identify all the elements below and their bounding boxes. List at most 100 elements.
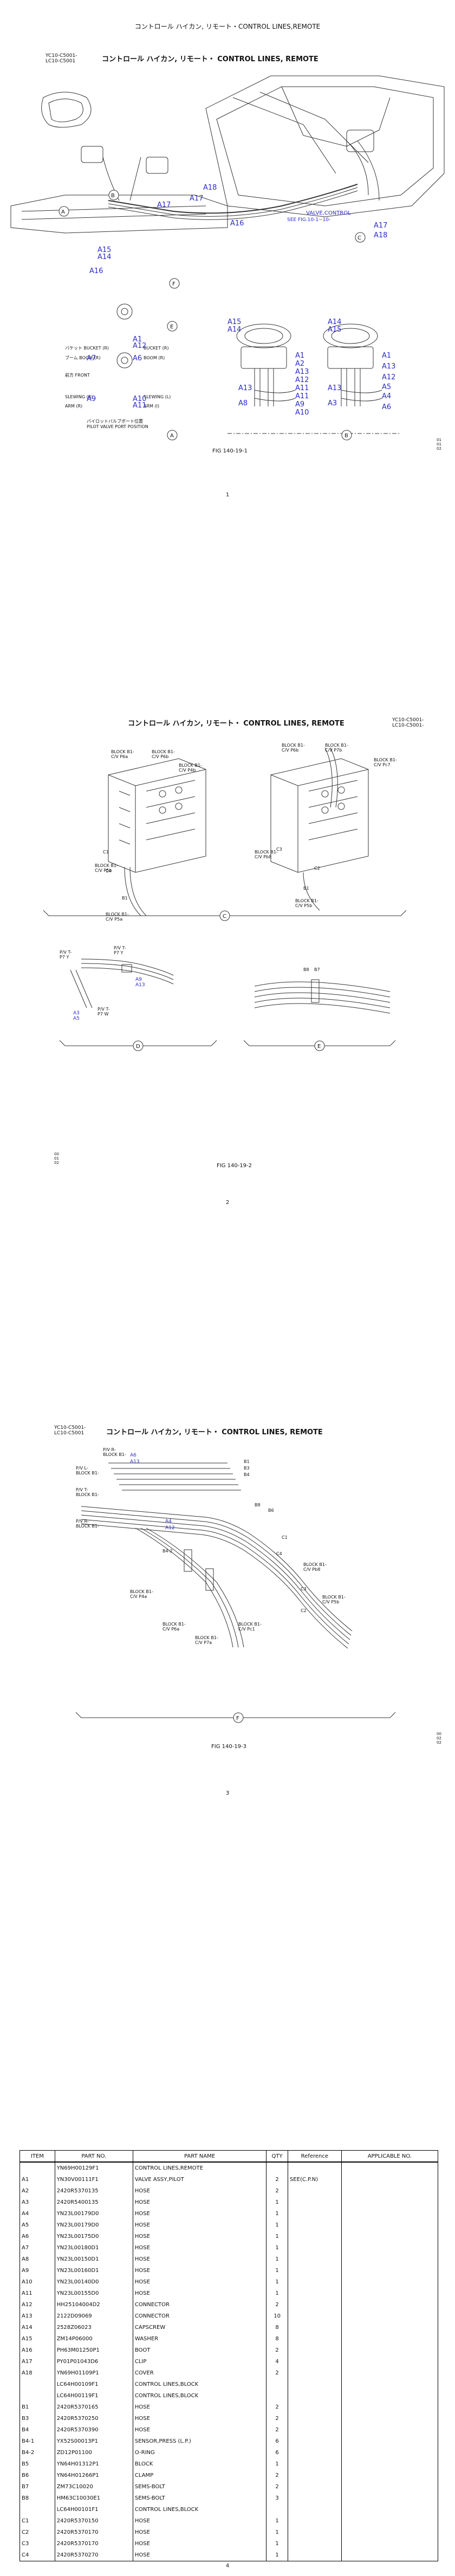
qty-cell: 3 xyxy=(266,2493,288,2504)
part-name-cell: WASHER xyxy=(132,2333,267,2345)
block-label: C/V P7b xyxy=(325,748,342,753)
label-A1: A1 xyxy=(133,335,142,344)
page1-fig-caption: FIG 140-19-1 xyxy=(212,448,248,454)
part-name-cell: CAPSCREW xyxy=(132,2322,267,2333)
qty-cell: 1 xyxy=(266,2208,288,2219)
label-A13: A13 xyxy=(295,368,309,376)
qty-cell: 8 xyxy=(266,2333,288,2345)
part-name-cell: HOSE xyxy=(132,2527,267,2538)
part-no-cell: 2122D09069 xyxy=(54,2310,133,2322)
reference-cell xyxy=(287,2254,342,2265)
part-no-cell: PH63M01250P1 xyxy=(54,2345,133,2356)
part-no-cell: ZM14P06000 xyxy=(54,2333,133,2345)
reference-cell xyxy=(287,2185,342,2197)
label-A15c: A15 xyxy=(328,326,341,334)
rev-line: 01 xyxy=(437,438,441,442)
item-cell: A15 xyxy=(20,2333,55,2345)
item-cell: C2 xyxy=(20,2527,55,2538)
block-label: BLOCK B1- xyxy=(162,1622,186,1627)
pilot-arm-i: ARM (I) xyxy=(144,404,159,409)
block-label: BLOCK B1- xyxy=(255,850,278,855)
label-A1b: A1 xyxy=(295,352,304,360)
reference-cell xyxy=(287,2402,342,2413)
reference-cell xyxy=(287,2447,342,2458)
part-no-cell: 2420R5370165 xyxy=(54,2402,133,2413)
label-A4: A4 xyxy=(165,1519,172,1524)
page4-number: 4 xyxy=(225,2563,230,2569)
callout-D: D xyxy=(136,1044,140,1050)
label-C2: C2 xyxy=(301,1608,307,1613)
item-cell: B1 xyxy=(20,2402,55,2413)
model-line: YC10-C5001- xyxy=(46,53,77,59)
label-B1b: B1 xyxy=(303,886,309,891)
reference-cell xyxy=(287,2424,342,2436)
applicable-no-cell xyxy=(341,2322,439,2333)
item-cell: A5 xyxy=(20,2219,55,2231)
parts-table: ITEM PART NO. PART NAME QTY Reference AP… xyxy=(20,2150,439,2561)
reference-cell xyxy=(287,2197,342,2208)
item-cell: B5 xyxy=(20,2458,55,2470)
part-name-cell: SENSOR,PRESS (L.P.) xyxy=(132,2436,267,2447)
qty-cell: 10 xyxy=(266,2310,288,2322)
qty-cell: 2 xyxy=(266,2345,288,2356)
block-label: C/V P4a xyxy=(130,1594,147,1599)
part-name-cell: HOSE xyxy=(132,2254,267,2265)
label-A12: A12 xyxy=(165,1525,175,1531)
item-cell: B7 xyxy=(20,2481,55,2493)
block-label: C/V P5b xyxy=(295,903,312,908)
model-line: YC10-C5001- xyxy=(54,1425,86,1431)
qty-cell: 2 xyxy=(266,2367,288,2379)
block-label: C/V P5b xyxy=(95,868,112,873)
item-cell: B4 xyxy=(20,2424,55,2436)
part-name-cell: BOOT xyxy=(132,2345,267,2356)
model-line: LC10-C5001- xyxy=(392,723,424,728)
qty-cell: 1 xyxy=(266,2197,288,2208)
pv-label: P/V T- xyxy=(98,1007,110,1012)
part-name-cell: HOSE xyxy=(132,2276,267,2288)
label-A15: A15 xyxy=(98,246,111,254)
part-name-cell: HOSE xyxy=(132,2197,267,2208)
applicable-no-cell xyxy=(341,2447,439,2458)
part-name-cell: CONTROL LINES,BLOCK xyxy=(132,2379,267,2390)
col-applicable-no: APPLICABLE NO. xyxy=(341,2150,439,2163)
part-no-cell: ZM73C10020 xyxy=(54,2481,133,2493)
part-no-cell: YN23L00175D0 xyxy=(54,2231,133,2242)
applicable-no-cell xyxy=(341,2390,439,2402)
label-B7: B7 xyxy=(314,967,320,972)
callout-B-detail: B xyxy=(344,433,348,439)
part-name-cell: HOSE xyxy=(132,2242,267,2254)
page1-title: コントロール ハイカン, リモート・ CONTROL LINES, REMOTE xyxy=(102,55,318,63)
part-name-cell: HOSE xyxy=(132,2538,267,2549)
page2-title: コントロール ハイカン, リモート・ CONTROL LINES, REMOTE xyxy=(128,720,344,728)
model-line: LC10-C5001 xyxy=(46,59,76,64)
item-cell: B4-1 xyxy=(20,2436,55,2447)
block-label: C/V Pb8 xyxy=(303,1567,320,1572)
page3-title: コントロール ハイカン, リモート・ CONTROL LINES, REMOTE xyxy=(106,1428,323,1436)
part-no-cell: LC64H00109F1 xyxy=(54,2379,133,2390)
part-no-cell: ZD12P01100 xyxy=(54,2447,133,2458)
item-cell xyxy=(20,2379,55,2390)
applicable-no-cell xyxy=(341,2379,439,2390)
reference-cell: SEE(C.P.N) xyxy=(287,2174,342,2185)
applicable-no-cell xyxy=(341,2162,439,2174)
reference-cell xyxy=(287,2345,342,2356)
applicable-no-cell xyxy=(341,2470,439,2481)
applicable-no-cell xyxy=(341,2515,439,2527)
qty-cell: 1 xyxy=(266,2549,288,2561)
pilot-port-jp: パイロットバルブポート位置 xyxy=(87,418,143,424)
block-label: BLOCK B1- xyxy=(152,749,175,754)
label-B6: B6 xyxy=(268,1508,274,1513)
rev-line: 02 xyxy=(437,1740,441,1745)
item-cell: A7 xyxy=(20,2242,55,2254)
pilot-bucket-r: バケット BUCKET (R) xyxy=(65,346,109,351)
block-label: C/V P6b xyxy=(282,748,298,753)
item-cell: A11 xyxy=(20,2288,55,2299)
applicable-no-cell xyxy=(341,2345,439,2356)
